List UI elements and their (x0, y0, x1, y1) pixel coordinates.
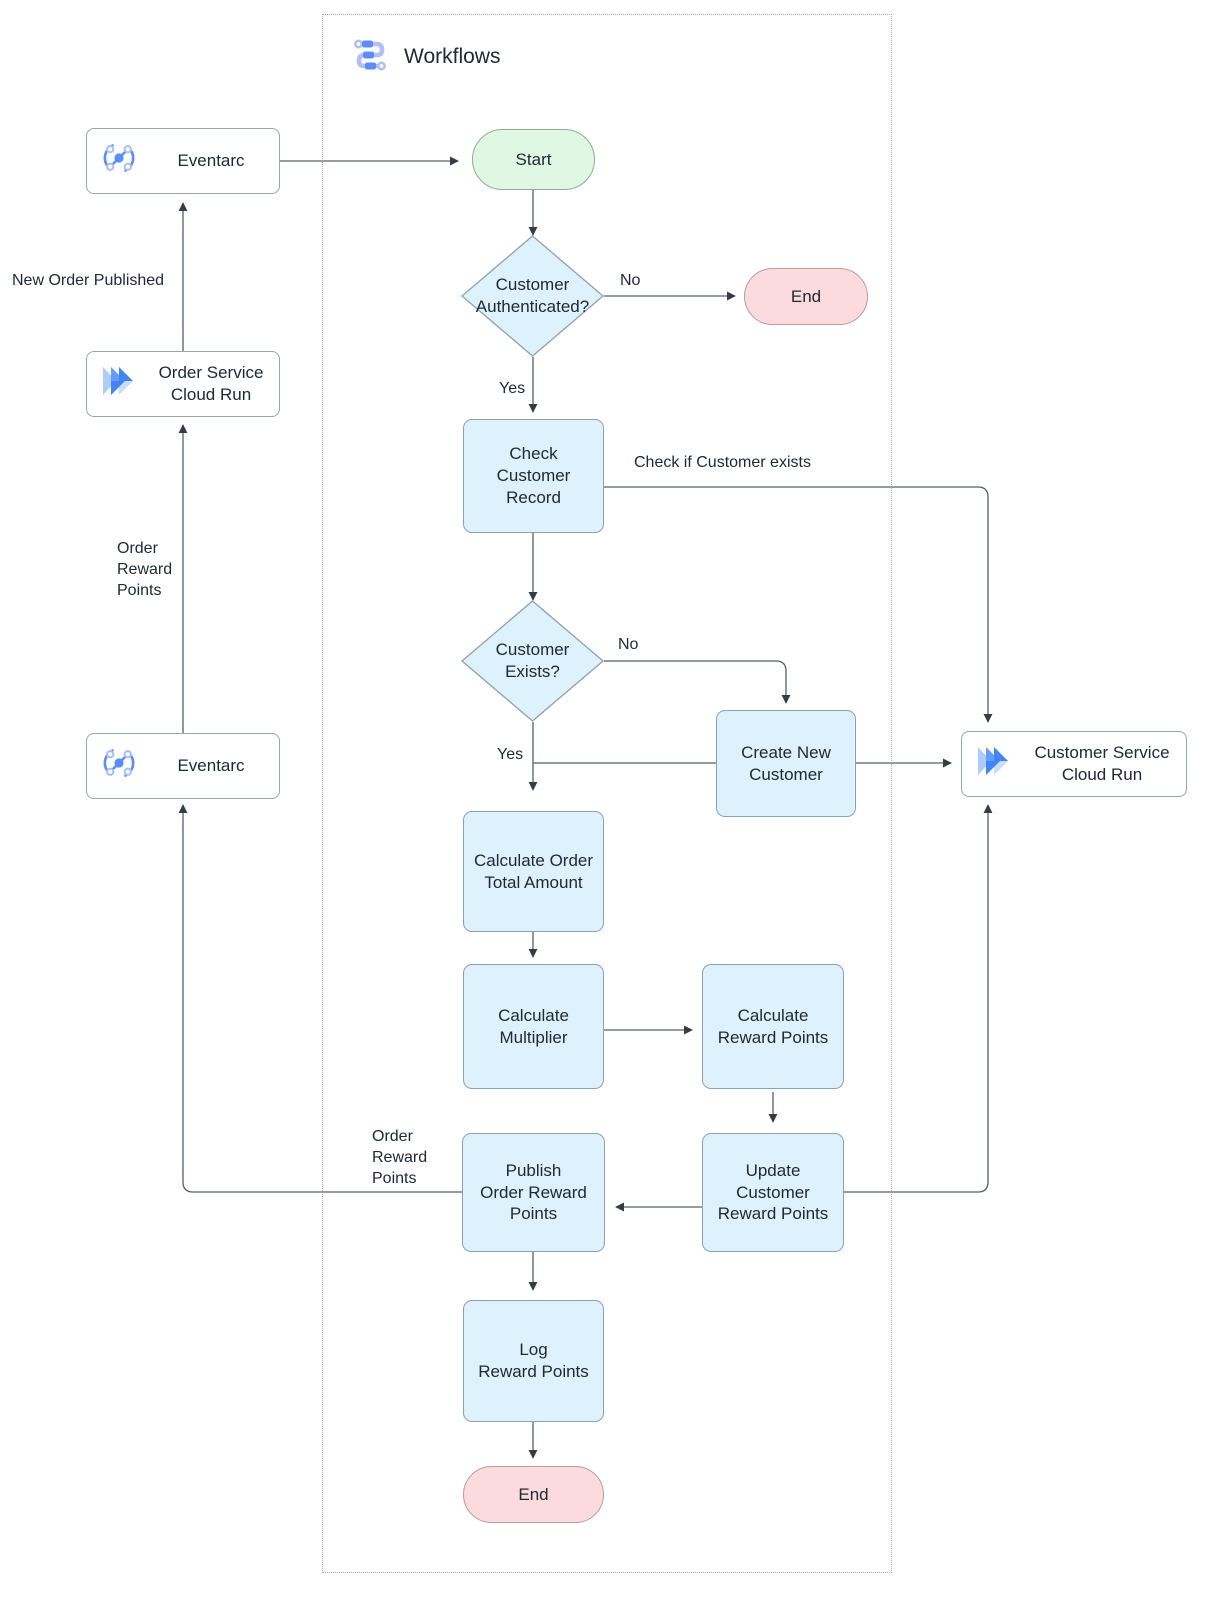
node-customer-authenticated[interactable]: Customer Authenticated? (461, 235, 604, 357)
service-label: Customer Service Cloud Run (1024, 742, 1186, 786)
edge-label-auth-yes: Yes (499, 380, 526, 397)
service-eventarc-top[interactable]: Eventarc (86, 128, 280, 194)
node-label: Create New Customer (741, 742, 831, 786)
node-check-customer-record[interactable]: Check Customer Record (463, 419, 604, 533)
node-end-bottom[interactable]: End (463, 1466, 604, 1523)
node-calculate-multiplier[interactable]: Calculate Multiplier (463, 964, 604, 1089)
node-label: Publish Order Reward Points (480, 1160, 587, 1225)
cloud-run-icon (99, 364, 139, 404)
edge-label-new-order-published: New Order Published (12, 272, 165, 289)
service-customer-service-cloud-run[interactable]: Customer Service Cloud Run (961, 731, 1187, 797)
node-label-line1: Publish (505, 1160, 562, 1180)
node-label: Calculate Multiplier (498, 1005, 569, 1049)
workflows-group-container (322, 14, 892, 1573)
node-label-line1: Create New (741, 742, 831, 762)
eventarc-icon (99, 743, 139, 789)
node-label: End (518, 1484, 549, 1504)
workflows-group-label: Workflows (404, 45, 501, 68)
node-label-line1: Log (519, 1340, 548, 1360)
node-label: Calculate Reward Points (718, 1005, 829, 1049)
node-label-line1: Customer (495, 640, 570, 660)
node-label-line3: Points (509, 1204, 558, 1224)
edge-label-check-if-customer-exists: Check if Customer exists (634, 454, 811, 471)
node-label-line2: Customer (736, 1182, 810, 1202)
node-label-line1: Customer (495, 275, 570, 295)
node-label: Start (515, 149, 552, 169)
cloud-run-icon (974, 744, 1014, 784)
service-label-line2: Cloud Run (1061, 765, 1143, 784)
node-label: Calculate Order Total Amount (474, 850, 593, 894)
service-label: Eventarc (177, 756, 245, 776)
node-label: Update Customer Reward Points (718, 1160, 829, 1225)
node-label-line1: Calculate Order (473, 850, 594, 870)
node-update-customer-reward-points[interactable]: Update Customer Reward Points (702, 1133, 844, 1252)
service-label: Order Service Cloud Run (149, 362, 279, 406)
service-label-line1: Order Service (158, 363, 264, 383)
service-order-service-cloud-run[interactable]: Order Service Cloud Run (86, 351, 280, 417)
edge-label-auth-no: No (620, 272, 641, 289)
node-label: Check Customer Record (497, 443, 571, 508)
service-eventarc-bottom[interactable]: Eventarc (86, 733, 280, 799)
service-label-line2: Cloud Run (170, 385, 252, 404)
node-label: End (790, 286, 822, 306)
node-label-line2: Total Amount (484, 872, 583, 892)
node-log-reward-points[interactable]: Log Reward Points (463, 1300, 604, 1422)
diamond-shape (461, 600, 604, 722)
node-calculate-reward-points[interactable]: Calculate Reward Points (702, 964, 844, 1089)
node-end-top[interactable]: End (744, 268, 868, 325)
node-label-line1: Calculate (737, 1005, 809, 1025)
edge-label-exists-yes: Yes (497, 746, 524, 763)
node-label-line2: Reward Points (717, 1027, 829, 1047)
node-label: Log Reward Points (478, 1339, 589, 1383)
node-label-line1: Check (509, 444, 558, 464)
node-label-line2: Order Reward (480, 1182, 587, 1202)
node-label-line1: Update (745, 1160, 801, 1180)
node-label: Customer Exists? (496, 639, 570, 683)
eventarc-icon (99, 138, 139, 184)
edge-label-exists-no: No (618, 636, 639, 653)
node-customer-exists[interactable]: Customer Exists? (461, 600, 604, 722)
diamond-shape (461, 235, 604, 357)
edge-label-order-reward-points-left: Order Reward Points (117, 540, 173, 600)
node-label-line2: Customer (749, 764, 823, 784)
node-label-line2: Reward Points (478, 1362, 589, 1381)
node-label-line2: Exists? (505, 662, 560, 681)
node-label-line2: Customer (496, 466, 571, 486)
workflows-icon (348, 33, 392, 77)
node-label-line2: Multiplier (499, 1027, 568, 1047)
node-label-line3: Record (506, 487, 561, 507)
node-publish-order-reward-points[interactable]: Publish Order Reward Points (462, 1133, 605, 1252)
node-label: Customer Authenticated? (476, 274, 589, 318)
service-label-line1: Customer Service (1034, 743, 1170, 763)
node-start[interactable]: Start (472, 129, 595, 190)
node-create-new-customer[interactable]: Create New Customer (716, 710, 856, 817)
node-calculate-order-total-amount[interactable]: Calculate Order Total Amount (463, 811, 604, 932)
node-label-line2: Authenticated? (475, 297, 590, 316)
service-label: Eventarc (177, 151, 245, 171)
node-label-line3: Reward Points (717, 1204, 829, 1224)
node-label-line1: Calculate (498, 1005, 569, 1025)
edge-label-order-reward-points-publish: Order Reward Points (372, 1128, 428, 1188)
